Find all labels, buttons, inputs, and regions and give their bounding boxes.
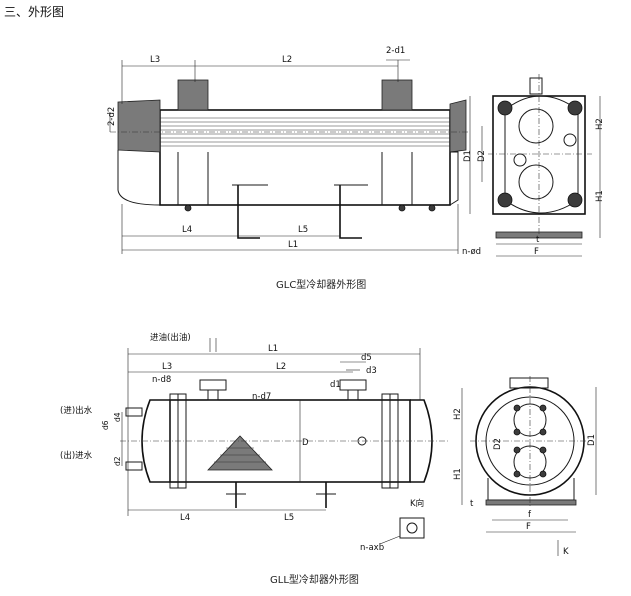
gll-label-d2: d2 — [113, 456, 122, 466]
gll-caption: GLL型冷却器外形图 — [270, 573, 359, 586]
glc-side-label-f: F — [534, 247, 539, 257]
gll-k-detail-box — [399, 517, 425, 539]
gll-side-label-f-small: f — [528, 510, 532, 520]
gll-label-d6: d6 — [101, 420, 110, 430]
gll-side-label-d1: D1 — [587, 434, 597, 446]
gll-front-view: 进油(出油) L1 L3 L2 n-d8 n-d7 d5 d3 d1 (进)出水… — [60, 332, 450, 523]
glc-end-cover — [504, 95, 579, 214]
gll-side-label-k: K — [563, 547, 569, 557]
glc-label-2d2: 2-d2 — [107, 107, 117, 126]
gll-side-base — [485, 499, 577, 506]
glc-top-boss — [529, 77, 543, 95]
glc-bolt — [184, 204, 192, 212]
glc-side-label-nod: n-ød — [462, 247, 481, 257]
gll-label-l5: L5 — [284, 513, 294, 523]
gll-label-l1: L1 — [268, 344, 278, 354]
glc-side-label-d1: D1 — [463, 150, 473, 162]
glc-label-l4: L4 — [182, 225, 192, 235]
glc-bolt — [398, 204, 406, 212]
gll-water-outlet — [125, 407, 143, 417]
gll-oil-nozzle-right — [339, 379, 367, 391]
gll-side-view: H2 H1 t D2 D1 f F K — [453, 376, 597, 557]
glc-oil-port-right — [381, 79, 413, 111]
glc-port-lower — [518, 164, 554, 200]
section-heading: 三、外形图 — [4, 5, 64, 19]
gll-k-detail: n-axb — [360, 517, 425, 553]
gll-side-label-t: t — [470, 499, 474, 509]
gll-label-d: D — [302, 438, 309, 448]
gll-label-nd8: n-d8 — [152, 375, 171, 385]
glc-side-label-h2: H2 — [595, 118, 605, 130]
glc-shell — [159, 109, 451, 206]
gll-label-nd7: n-d7 — [252, 392, 271, 402]
gll-label-water-in: (出)进水 — [60, 450, 93, 461]
gll-side-top-nozzle — [509, 377, 549, 389]
glc-label-l3: L3 — [150, 55, 160, 65]
glc-side-label-h1: H1 — [595, 190, 605, 202]
gll-water-inlet — [125, 461, 143, 471]
glc-label-l2: L2 — [282, 55, 292, 65]
glc-label-2d1: 2-d1 — [386, 46, 405, 56]
glc-corner-bolt — [497, 192, 513, 208]
gll-cutaway — [207, 435, 273, 471]
gll-label-water-out: (进)出水 — [60, 405, 93, 416]
gll-side-saddle — [487, 478, 575, 501]
gll-label-l4: L4 — [180, 513, 190, 523]
glc-corner-bolt — [497, 100, 513, 116]
gll-label-oil-io: 进油(出油) — [150, 332, 191, 343]
glc-port-upper — [518, 108, 554, 144]
glc-oil-port-left — [177, 79, 209, 111]
glc-bolt — [428, 204, 436, 212]
gll-label-d3: d3 — [366, 366, 377, 376]
glc-left-housing — [117, 150, 161, 206]
gll-label-naxb: n-axb — [360, 543, 384, 553]
glc-label-l1: L1 — [288, 240, 298, 250]
glc-front-view: L3 L2 2-d1 2-d2 L4 L5 L1 — [107, 46, 470, 254]
gll-side-label-d2: D2 — [493, 438, 503, 450]
glc-right-cover — [449, 99, 467, 153]
gll-label-l2: L2 — [276, 362, 286, 372]
glc-corner-bolt — [567, 192, 583, 208]
gll-side-label-f: F — [526, 522, 531, 532]
glc-caption: GLC型冷却器外形图 — [276, 278, 366, 291]
gll-side-label-h1: H1 — [453, 468, 463, 480]
gll-label-k-direction: K向 — [410, 498, 424, 509]
glc-support-foot-right — [339, 185, 362, 239]
glc-side-label-d2: D2 — [477, 150, 487, 162]
gll-side-label-h2: H2 — [453, 408, 463, 420]
gll-label-d1: d1 — [330, 380, 341, 390]
glc-side-view: D1 D2 H2 H1 t F n-ød — [462, 74, 605, 257]
gll-label-d4: d4 — [113, 412, 122, 422]
glc-corner-bolt — [567, 100, 583, 116]
glc-side-label-t: t — [536, 235, 540, 245]
gll-label-d5: d5 — [361, 353, 372, 363]
glc-tube-bundle — [160, 117, 450, 147]
gll-oil-nozzle-left — [199, 379, 227, 391]
glc-left-cover — [117, 99, 161, 153]
gll-label-l3: L3 — [162, 362, 172, 372]
glc-label-l5: L5 — [298, 225, 308, 235]
glc-support-foot-left — [237, 185, 260, 239]
